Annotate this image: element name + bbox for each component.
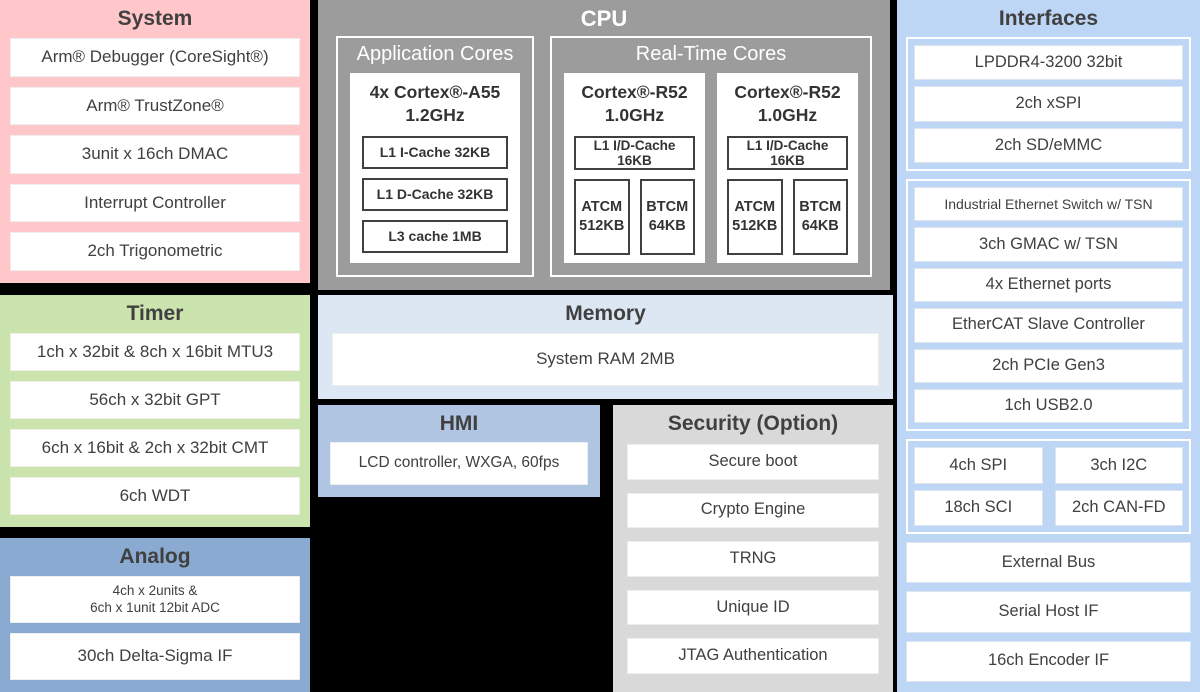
- cpu-title: CPU: [580, 6, 628, 31]
- system-item-trustzone: Arm® TrustZone®: [10, 86, 300, 126]
- hmi-title: HMI: [439, 412, 479, 435]
- interfaces-body: LPDDR4-3200 32bit 2ch xSPI 2ch SD/eMMC I…: [897, 35, 1200, 692]
- system-item-interrupt-controller: Interrupt Controller: [10, 183, 300, 223]
- a55-l3-cache: L3 cache 1MB: [362, 219, 508, 253]
- memory-rows: System RAM 2MB: [318, 330, 893, 399]
- realtime-cores-group: Real-Time Cores Cortex®-R52 1.0GHz L1 I/…: [550, 36, 872, 277]
- r52-core-card-1: Cortex®-R52 1.0GHz L1 I/D-Cache 16KB ATC…: [564, 73, 705, 263]
- timer-block: Timer 1ch x 32bit & 8ch x 16bit MTU3 56c…: [0, 295, 310, 527]
- if-item-xspi: 2ch xSPI: [914, 86, 1183, 122]
- if-item-i2c: 3ch I2C: [1054, 447, 1183, 484]
- security-item-unique-id: Unique ID: [627, 589, 879, 626]
- if-item-spi: 4ch SPI: [914, 447, 1043, 484]
- if-item-serial-host: Serial Host IF: [906, 591, 1191, 633]
- security-item-jtag-auth: JTAG Authentication: [627, 638, 879, 674]
- analog-item-adc: 4ch x 2units & 6ch x 1unit 12bit ADC: [10, 576, 300, 623]
- if-item-ethernet-ports: 4x Ethernet ports: [914, 267, 1183, 303]
- r52-tcm-row-1: ATCM 512KB BTCM 64KB: [574, 178, 695, 255]
- analog-title: Analog: [119, 545, 191, 568]
- system-block: System Arm® Debugger (CoreSight®) Arm® T…: [0, 0, 310, 283]
- system-rows: Arm® Debugger (CoreSight®) Arm® TrustZon…: [0, 35, 310, 283]
- cpu-block: CPU Application Cores 4x Cortex®-A55 1.2…: [318, 0, 890, 290]
- if-item-external-bus: External Bus: [906, 541, 1191, 584]
- analog-item-delta-sigma: 30ch Delta-Sigma IF: [10, 633, 300, 680]
- timer-item-gpt: 56ch x 32bit GPT: [10, 381, 300, 419]
- timer-title: Timer: [126, 302, 184, 325]
- interfaces-serial-grid: 4ch SPI 3ch I2C 18ch SCI 2ch CAN-FD: [914, 447, 1183, 526]
- interfaces-block: Interfaces LPDDR4-3200 32bit 2ch xSPI 2c…: [897, 0, 1200, 692]
- security-item-secure-boot: Secure boot: [627, 444, 879, 480]
- memory-item-system-ram: System RAM 2MB: [332, 333, 879, 386]
- analog-rows: 4ch x 2units & 6ch x 1unit 12bit ADC 30c…: [0, 573, 310, 692]
- a55-core-card: 4x Cortex®-A55 1.2GHz L1 I-Cache 32KB L1…: [350, 73, 520, 263]
- application-cores-group: Application Cores 4x Cortex®-A55 1.2GHz …: [336, 36, 534, 277]
- realtime-cards: Cortex®-R52 1.0GHz L1 I/D-Cache 16KB ATC…: [552, 73, 870, 275]
- if-item-pcie: 2ch PCIe Gen3: [914, 348, 1183, 383]
- security-item-trng: TRNG: [627, 541, 879, 577]
- hmi-item-lcd-controller: LCD controller, WXGA, 60fps: [330, 442, 588, 485]
- hmi-block: HMI LCD controller, WXGA, 60fps: [318, 405, 600, 497]
- timer-rows: 1ch x 32bit & 8ch x 16bit MTU3 56ch x 32…: [0, 330, 310, 527]
- interfaces-memory-if-group: LPDDR4-3200 32bit 2ch xSPI 2ch SD/eMMC: [906, 37, 1191, 172]
- realtime-cores-title: Real-Time Cores: [635, 43, 787, 65]
- if-item-industrial-ethernet-switch: Industrial Ethernet Switch w/ TSN: [914, 187, 1183, 222]
- if-item-can-fd: 2ch CAN-FD: [1054, 489, 1183, 526]
- r52-l1-cache-2: L1 I/D-Cache 16KB: [727, 135, 848, 170]
- security-block: Security (Option) Secure boot Crypto Eng…: [613, 405, 893, 692]
- if-item-ethercat: EtherCAT Slave Controller: [914, 308, 1183, 343]
- r52-btcm-1: BTCM 64KB: [639, 178, 695, 255]
- system-item-dmac: 3unit x 16ch DMAC: [10, 135, 300, 174]
- if-item-sci: 18ch SCI: [914, 489, 1043, 526]
- timer-item-wdt: 6ch WDT: [10, 477, 300, 515]
- timer-item-cmt: 6ch x 16bit & 2ch x 32bit CMT: [10, 429, 300, 467]
- system-item-trigonometric: 2ch Trigonometric: [10, 232, 300, 271]
- interfaces-network-group: Industrial Ethernet Switch w/ TSN 3ch GM…: [906, 179, 1191, 432]
- r52-core-card-2: Cortex®-R52 1.0GHz L1 I/D-Cache 16KB ATC…: [717, 73, 858, 263]
- analog-block: Analog 4ch x 2units & 6ch x 1unit 12bit …: [0, 538, 310, 692]
- security-item-crypto-engine: Crypto Engine: [627, 492, 879, 529]
- interfaces-serial-group: 4ch SPI 3ch I2C 18ch SCI 2ch CAN-FD: [906, 439, 1191, 534]
- r52-tcm-row-2: ATCM 512KB BTCM 64KB: [727, 178, 848, 255]
- a55-l1-icache: L1 I-Cache 32KB: [362, 135, 508, 169]
- cpu-body: Application Cores 4x Cortex®-A55 1.2GHz …: [318, 36, 890, 293]
- r52-atcm-1: ATCM 512KB: [574, 178, 630, 255]
- a55-core-name: 4x Cortex®-A55 1.2GHz: [369, 82, 501, 125]
- r52-core-name-2: Cortex®-R52 1.0GHz: [734, 82, 841, 125]
- if-item-encoder: 16ch Encoder IF: [906, 640, 1191, 683]
- if-item-gmac: 3ch GMAC w/ TSN: [914, 227, 1183, 262]
- if-item-sd-emmc: 2ch SD/eMMC: [914, 127, 1183, 164]
- a55-cache-list: L1 I-Cache 32KB L1 D-Cache 32KB L3 cache…: [362, 135, 508, 253]
- timer-item-mtu3: 1ch x 32bit & 8ch x 16bit MTU3: [10, 333, 300, 371]
- if-item-usb: 1ch USB2.0: [914, 388, 1183, 424]
- system-item-debugger: Arm® Debugger (CoreSight®): [10, 38, 300, 77]
- memory-title: Memory: [565, 302, 646, 325]
- r52-atcm-2: ATCM 512KB: [727, 178, 783, 255]
- application-cores-title: Application Cores: [356, 43, 514, 65]
- if-item-lpddr4: LPDDR4-3200 32bit: [914, 45, 1183, 81]
- system-title: System: [117, 7, 193, 30]
- memory-block: Memory System RAM 2MB: [318, 295, 893, 399]
- r52-btcm-2: BTCM 64KB: [792, 178, 848, 255]
- interfaces-title: Interfaces: [998, 7, 1099, 30]
- security-title: Security (Option): [667, 412, 839, 435]
- r52-core-name-1: Cortex®-R52 1.0GHz: [581, 82, 688, 125]
- security-rows: Secure boot Crypto Engine TRNG Unique ID…: [613, 440, 893, 692]
- a55-l1-dcache: L1 D-Cache 32KB: [362, 177, 508, 211]
- hmi-rows: LCD controller, WXGA, 60fps: [318, 440, 600, 497]
- r52-l1-cache-1: L1 I/D-Cache 16KB: [574, 135, 695, 170]
